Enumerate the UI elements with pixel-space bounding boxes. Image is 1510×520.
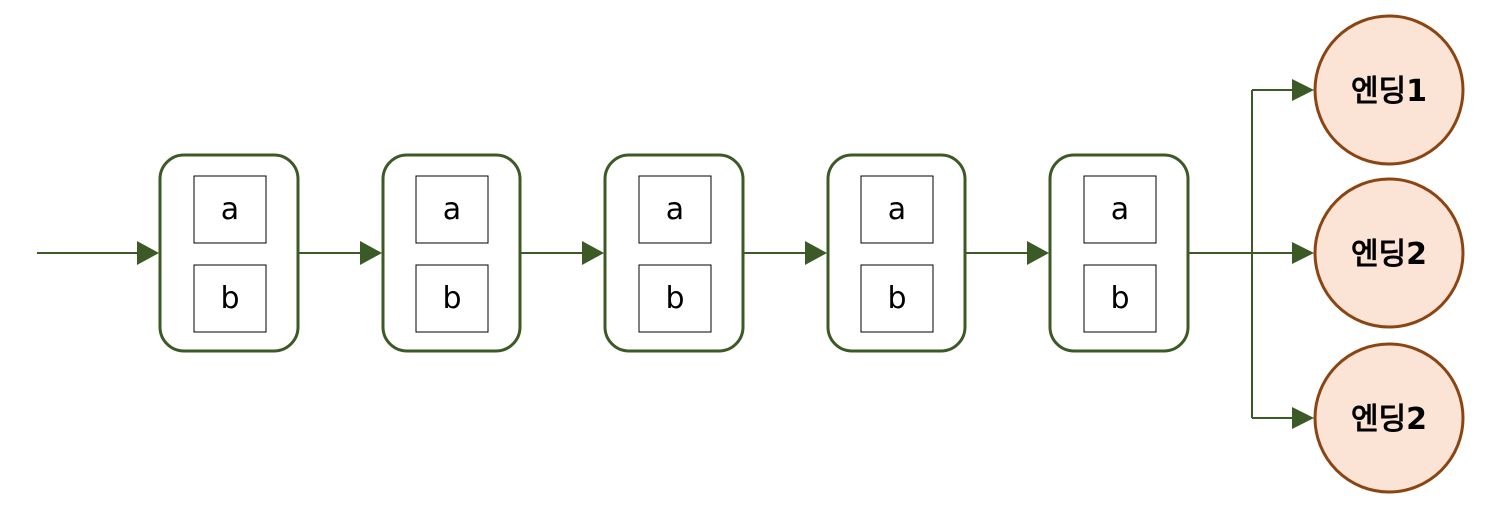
ending-circle [1313, 342, 1465, 494]
ending-node-3: 엔딩2 [1313, 342, 1465, 494]
slot-b-box [415, 264, 489, 333]
ending-label: 엔딩1 [1351, 74, 1427, 109]
arrowhead-step-1-to-2 [360, 241, 382, 265]
slot-b-box [638, 264, 712, 333]
slot-b-label: b [887, 281, 906, 316]
slot-a-label: a [888, 192, 906, 227]
slot-b-label: b [442, 281, 461, 316]
ending-label: 엔딩2 [1351, 237, 1427, 272]
slot-b-label: b [220, 281, 239, 316]
arrowhead-step-4-to-5 [1027, 241, 1049, 265]
arrowhead-step-2-to-3 [582, 241, 604, 265]
ending-node-2: 엔딩2 [1313, 177, 1465, 329]
slot-b-box [193, 264, 267, 333]
step-node-3: a b [603, 153, 745, 353]
slot-a-box [1083, 175, 1157, 244]
slot-a-label: a [221, 192, 239, 227]
slot-a-label: a [666, 192, 684, 227]
slot-b-box [1083, 264, 1157, 333]
slot-a-box [860, 175, 934, 244]
ending-node-1: 엔딩1 [1313, 14, 1465, 166]
connectors [37, 79, 1314, 429]
ending-circle [1313, 14, 1465, 166]
step-node-5: a b [1048, 153, 1190, 353]
step-node-1: a b [158, 153, 300, 353]
slot-b-label: b [1110, 281, 1129, 316]
slot-b-label: b [665, 281, 684, 316]
slot-a-label: a [1111, 192, 1129, 227]
entry-arrowhead [137, 241, 159, 265]
arrowhead-ending-1 [1292, 79, 1314, 101]
step-node-2: a b [381, 153, 522, 353]
ending-label: 엔딩2 [1351, 402, 1427, 437]
slot-a-box [193, 175, 267, 244]
arrowhead-ending-3 [1292, 407, 1314, 429]
arrowhead-ending-2 [1292, 242, 1314, 264]
slot-b-box [860, 264, 934, 333]
slot-a-label: a [443, 192, 461, 227]
slot-a-box [415, 175, 489, 244]
slot-a-box [638, 175, 712, 244]
arrowhead-step-3-to-4 [805, 241, 827, 265]
ending-circle [1313, 177, 1465, 329]
step-node-4: a b [826, 153, 967, 353]
